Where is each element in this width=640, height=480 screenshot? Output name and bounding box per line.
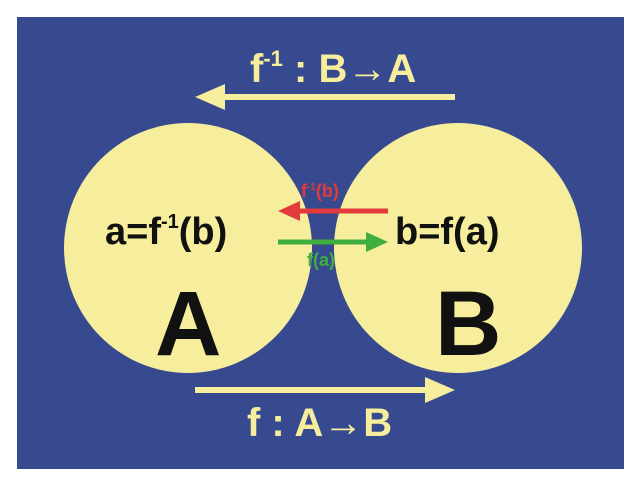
top-rest: : B→A: [283, 47, 416, 91]
element-a-label: a=f-1(b): [105, 211, 227, 253]
top-exp: -1: [263, 46, 283, 71]
set-a-name: A: [155, 273, 221, 375]
inverse-element-label: f-1(b): [301, 181, 339, 201]
forward-map-arrow: [195, 377, 455, 403]
inverse-map-label: f-1 : B→A: [250, 46, 416, 91]
forward-element-label: f(a): [307, 250, 335, 270]
set-b-circle: [334, 123, 582, 373]
set-a-circle: [64, 123, 312, 373]
forward-element-arrow: [278, 232, 388, 252]
inverse-map-arrow: [195, 84, 455, 110]
inv-rest: (b): [316, 181, 339, 201]
forward-map-label: f : A→B: [247, 401, 392, 445]
inv-f: f: [301, 181, 308, 201]
elem-a-prefix: a=f: [105, 211, 161, 253]
elem-a-exp: -1: [161, 211, 179, 233]
inv-exp: -1: [307, 182, 316, 193]
element-b-label: b=f(a): [395, 211, 500, 253]
inverse-element-arrow: [278, 201, 388, 221]
top-f: f: [250, 47, 264, 91]
set-b-name: B: [435, 273, 501, 375]
elem-a-suffix: (b): [179, 211, 228, 253]
